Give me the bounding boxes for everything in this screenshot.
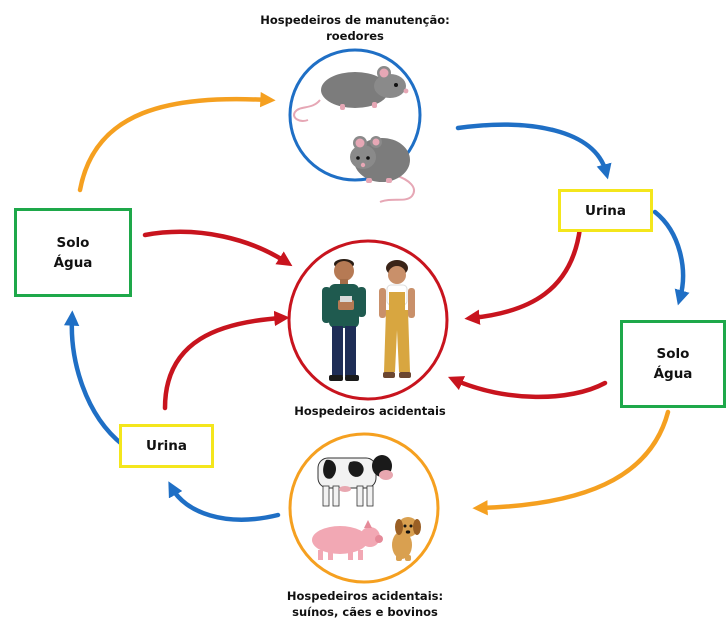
arrow-env-right-to-humans <box>447 376 608 400</box>
urine-box-left-label: Urina <box>146 438 187 454</box>
right-environment-line1: Solo <box>656 346 690 362</box>
arrow-env-left-to-rodents <box>77 91 276 193</box>
animal-hosts-circle <box>288 432 440 584</box>
cow-illustration <box>317 455 393 507</box>
dog-illustration <box>392 517 421 561</box>
arrow-animals-to-urine <box>168 481 281 522</box>
urine-box-right-label: Urina <box>585 202 626 219</box>
urine-box-right: Urina <box>558 189 653 232</box>
arrow-urine-to-env-right <box>652 209 690 306</box>
right-environment-line2: Água <box>653 366 693 382</box>
left-environment-box: Solo Água <box>14 208 132 297</box>
animal-hosts-title-line1: Hospedeiros acidentais: <box>286 589 444 603</box>
rodent-hosts-title-line2: roedores <box>326 29 384 43</box>
arrow-urine-to-env-left <box>63 310 126 448</box>
woman-illustration <box>379 260 415 378</box>
urine-box-left: Urina <box>119 424 214 468</box>
man-illustration <box>322 259 366 381</box>
arrow-env-left-to-humans <box>142 229 293 267</box>
left-environment-line1: Solo <box>56 234 90 251</box>
right-environment-box: Solo Água <box>620 320 726 408</box>
arrow-rodents-to-urine <box>455 122 612 180</box>
rat-illustration <box>350 136 415 203</box>
animal-hosts-title-line2: suínos, cães e bovinos <box>292 605 438 619</box>
human-hosts-title: Hospedeiros acidentais <box>250 403 490 419</box>
arrow-env-right-to-animals <box>472 409 671 516</box>
rodent-hosts-title-line1: Hospedeiros de manutenção: <box>260 13 450 27</box>
pig-illustration <box>312 520 383 560</box>
rodent-hosts-title: Hospedeiros de manutenção: roedores <box>220 12 490 44</box>
arrow-urine-right-to-humans <box>464 225 583 325</box>
arrow-urine-left-to-humans <box>162 310 290 411</box>
human-hosts-title-text: Hospedeiros acidentais <box>294 404 446 418</box>
left-environment-line2: Água <box>53 254 93 271</box>
mouse-illustration <box>293 66 409 122</box>
animal-hosts-title: Hospedeiros acidentais: suínos, cães e b… <box>230 588 500 620</box>
human-hosts-circle <box>287 239 449 401</box>
